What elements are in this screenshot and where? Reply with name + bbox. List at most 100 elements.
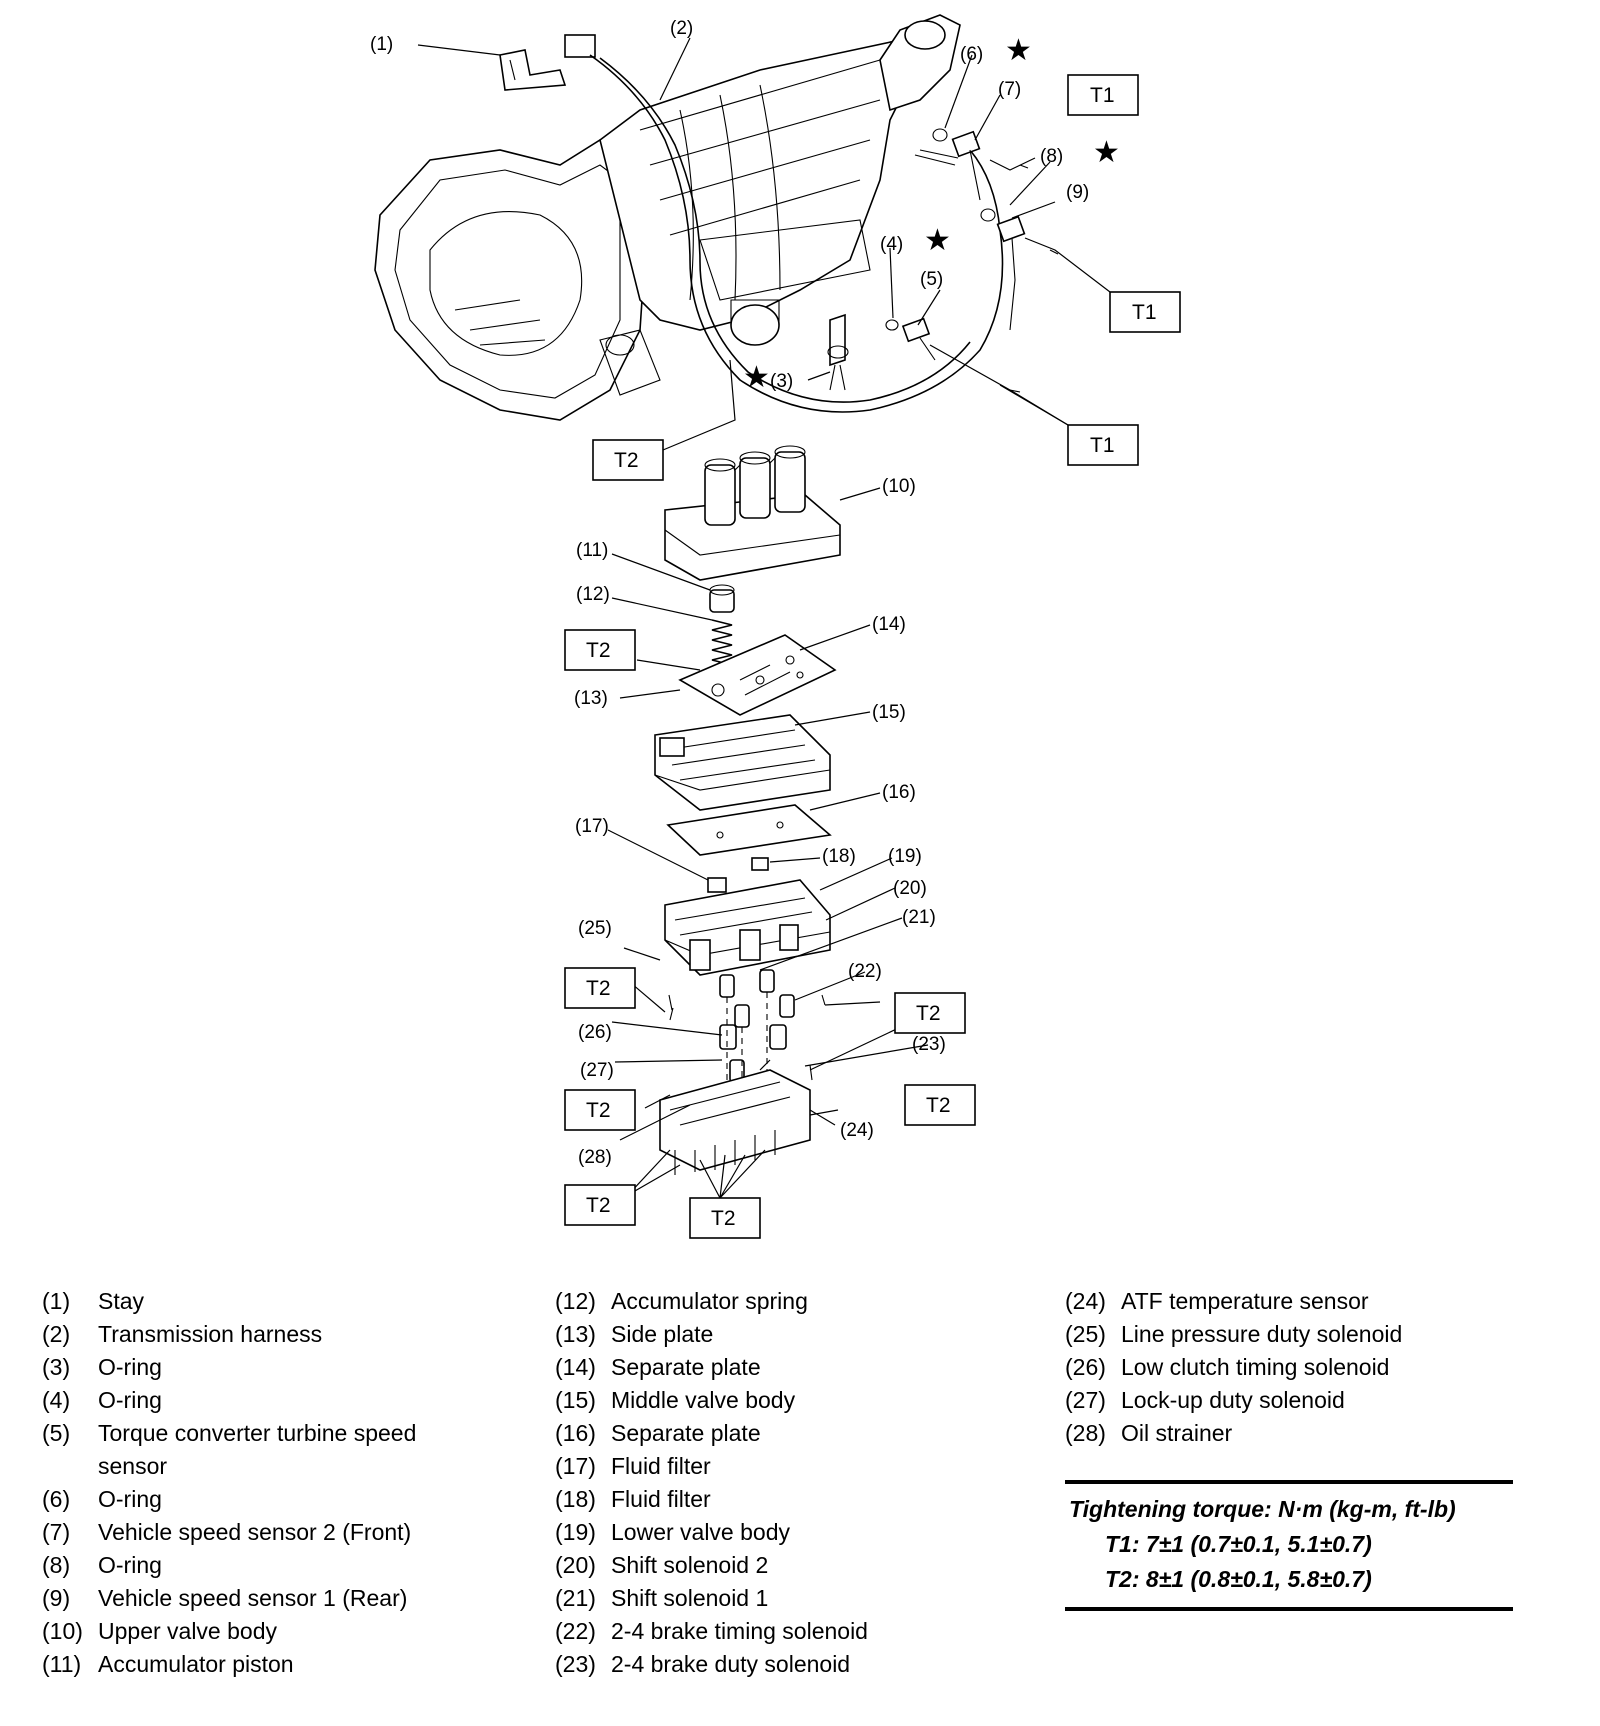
legend-item: (23)2-4 brake duty solenoid — [555, 1648, 1035, 1681]
legend-number: (6) — [42, 1486, 71, 1512]
separate-plate-14 — [678, 634, 837, 716]
separate-plate-16 — [666, 804, 832, 856]
upper-valve-body — [664, 445, 841, 581]
torque-tag-label: T1 — [1090, 84, 1115, 107]
legend-name: Fluid filter — [611, 1453, 711, 1479]
middle-valve-body — [654, 714, 831, 811]
legend-column-2: (12)Accumulator spring (13)Side plate (1… — [555, 1285, 1035, 1681]
transmission-harness — [564, 34, 1004, 413]
legend-item: (20)Shift solenoid 2 — [555, 1549, 1035, 1582]
transmission-assembly — [374, 14, 961, 421]
legend-number: (22) — [555, 1618, 596, 1644]
legend-item: (5)Torque converter turbine speed sensor — [42, 1417, 512, 1483]
stay-part — [499, 49, 567, 91]
legend-item: (19) Lower valve body — [555, 1516, 1035, 1549]
callout-2: (2) — [670, 18, 693, 39]
legend-item: (16)Separate plate — [555, 1417, 1035, 1450]
callout-6: (6) — [960, 44, 983, 65]
exploded-view-diagram: (1) (2) (3) (4) (5) (6) (7) (8) (9) (10)… — [370, 14, 1181, 1239]
callout-10: (10) — [882, 476, 916, 497]
legend-number: (8) — [42, 1552, 71, 1578]
legend-item: (10)Upper valve body — [42, 1615, 512, 1648]
solenoids-group — [668, 969, 826, 1120]
callout-labels: (1) (2) (3) (4) (5) (6) (7) (8) (9) (10)… — [370, 18, 1089, 1168]
legend-name: Torque converter turbine speed sensor — [98, 1420, 417, 1479]
star-markers: ★ ★ ★ ★ — [743, 33, 1120, 395]
legend-name: Shift solenoid 2 — [611, 1552, 769, 1578]
legend-item: (11) Accumulator piston — [42, 1648, 512, 1681]
torque-tag-t2: T2 — [564, 1184, 636, 1226]
legend-number: (28) — [1065, 1420, 1106, 1446]
legend-name: O-ring — [98, 1552, 162, 1578]
turbine-speed-sensor — [885, 317, 1021, 393]
legend-item: (8) O-ring — [42, 1549, 512, 1582]
callout-7: (7) — [998, 79, 1021, 100]
legend-number: (2) — [42, 1321, 71, 1347]
callout-19: (19) — [888, 846, 922, 867]
torque-tag-label: T2 — [586, 1099, 611, 1122]
legend-item: (7)Vehicle speed sensor 2 (Front) — [42, 1516, 512, 1549]
torque-tag-t1: T1 — [1067, 74, 1139, 116]
torque-tag-label: T2 — [614, 449, 639, 472]
legend-name: 2-4 brake timing solenoid — [611, 1618, 868, 1644]
legend-number: (12) — [555, 1288, 596, 1314]
legend-name: Vehicle speed sensor 1 (Rear) — [98, 1585, 408, 1611]
legend-number: (11) — [42, 1651, 82, 1677]
legend-number: (4) — [42, 1387, 71, 1413]
star-marker-6: ★ — [1005, 33, 1032, 68]
star-marker-8: ★ — [1093, 135, 1120, 170]
legend-number: (9) — [42, 1585, 71, 1611]
callout-27: (27) — [580, 1060, 614, 1081]
legend-item: (28)Oil strainer — [1065, 1417, 1515, 1450]
torque-tag-label: T1 — [1090, 434, 1115, 457]
torque-tag-t2: T2 — [564, 629, 636, 671]
legend-name: O-ring — [98, 1387, 162, 1413]
torque-tag-label: T2 — [916, 1002, 941, 1025]
legend-name: Accumulator spring — [611, 1288, 808, 1314]
torque-tag-label: T2 — [711, 1207, 736, 1230]
torque-t1-value: T1: 7±1 (0.7±0.1, 5.1±0.7) — [1105, 1531, 1372, 1557]
callout-24: (24) — [840, 1120, 874, 1141]
legend-number: (26) — [1065, 1354, 1106, 1380]
callout-18: (18) — [822, 846, 856, 867]
legend-name: Low clutch timing solenoid — [1121, 1354, 1390, 1380]
callout-8: (8) — [1040, 146, 1063, 167]
callout-9: (9) — [1066, 182, 1089, 203]
torque-tag-label: T2 — [586, 1194, 611, 1217]
fluid-filters — [707, 857, 769, 893]
legend-item: (2) Transmission harness — [42, 1318, 512, 1351]
callout-5: (5) — [920, 269, 943, 290]
legend-item: (15)Middle valve body — [555, 1384, 1035, 1417]
torque-tags: T1 T1 T1 T2 T2 T2 T2 T2 — [564, 74, 1181, 1239]
legend-item: (25)Line pressure duty solenoid — [1065, 1318, 1515, 1351]
legend-item: (4) O-ring — [42, 1384, 512, 1417]
torque-tag-t1: T1 — [1109, 291, 1181, 333]
legend-number: (23) — [555, 1651, 596, 1677]
legend-number: (3) — [42, 1354, 71, 1380]
legend-name: Shift solenoid 1 — [611, 1585, 769, 1611]
legend-name: Lock-up duty solenoid — [1121, 1387, 1345, 1413]
legend-name: Lower valve body — [611, 1519, 790, 1545]
callout-15: (15) — [872, 702, 906, 723]
torque-tag-t2: T2 — [894, 992, 966, 1034]
legend-number: (16) — [555, 1420, 596, 1446]
callout-28: (28) — [578, 1147, 612, 1168]
legend-name: Side plate — [611, 1321, 714, 1347]
legend-name: Accumulator piston — [98, 1651, 294, 1677]
legend-name: O-ring — [98, 1354, 162, 1380]
legend-number: (14) — [555, 1354, 596, 1380]
legend-item: (12) Accumulator spring — [555, 1285, 1035, 1318]
torque-tag-t2: T2 — [564, 967, 636, 1009]
accumulator-parts — [709, 584, 735, 666]
legend-number: (19) — [555, 1519, 596, 1545]
o-ring-3-part — [827, 313, 849, 391]
star-marker-3: ★ — [743, 360, 770, 395]
legend-name: Vehicle speed sensor 2 (Front) — [98, 1519, 412, 1545]
legend-name: Line pressure duty solenoid — [1121, 1321, 1403, 1347]
legend-number: (10) — [42, 1618, 83, 1644]
torque-tag-label: T2 — [926, 1094, 951, 1117]
legend-name: Transmission harness — [98, 1321, 323, 1347]
legend-item: (9) Vehicle speed sensor 1 (Rear) — [42, 1582, 512, 1615]
legend-item: (22) 2-4 brake timing solenoid — [555, 1615, 1035, 1648]
legend-name: Stay — [98, 1288, 145, 1314]
